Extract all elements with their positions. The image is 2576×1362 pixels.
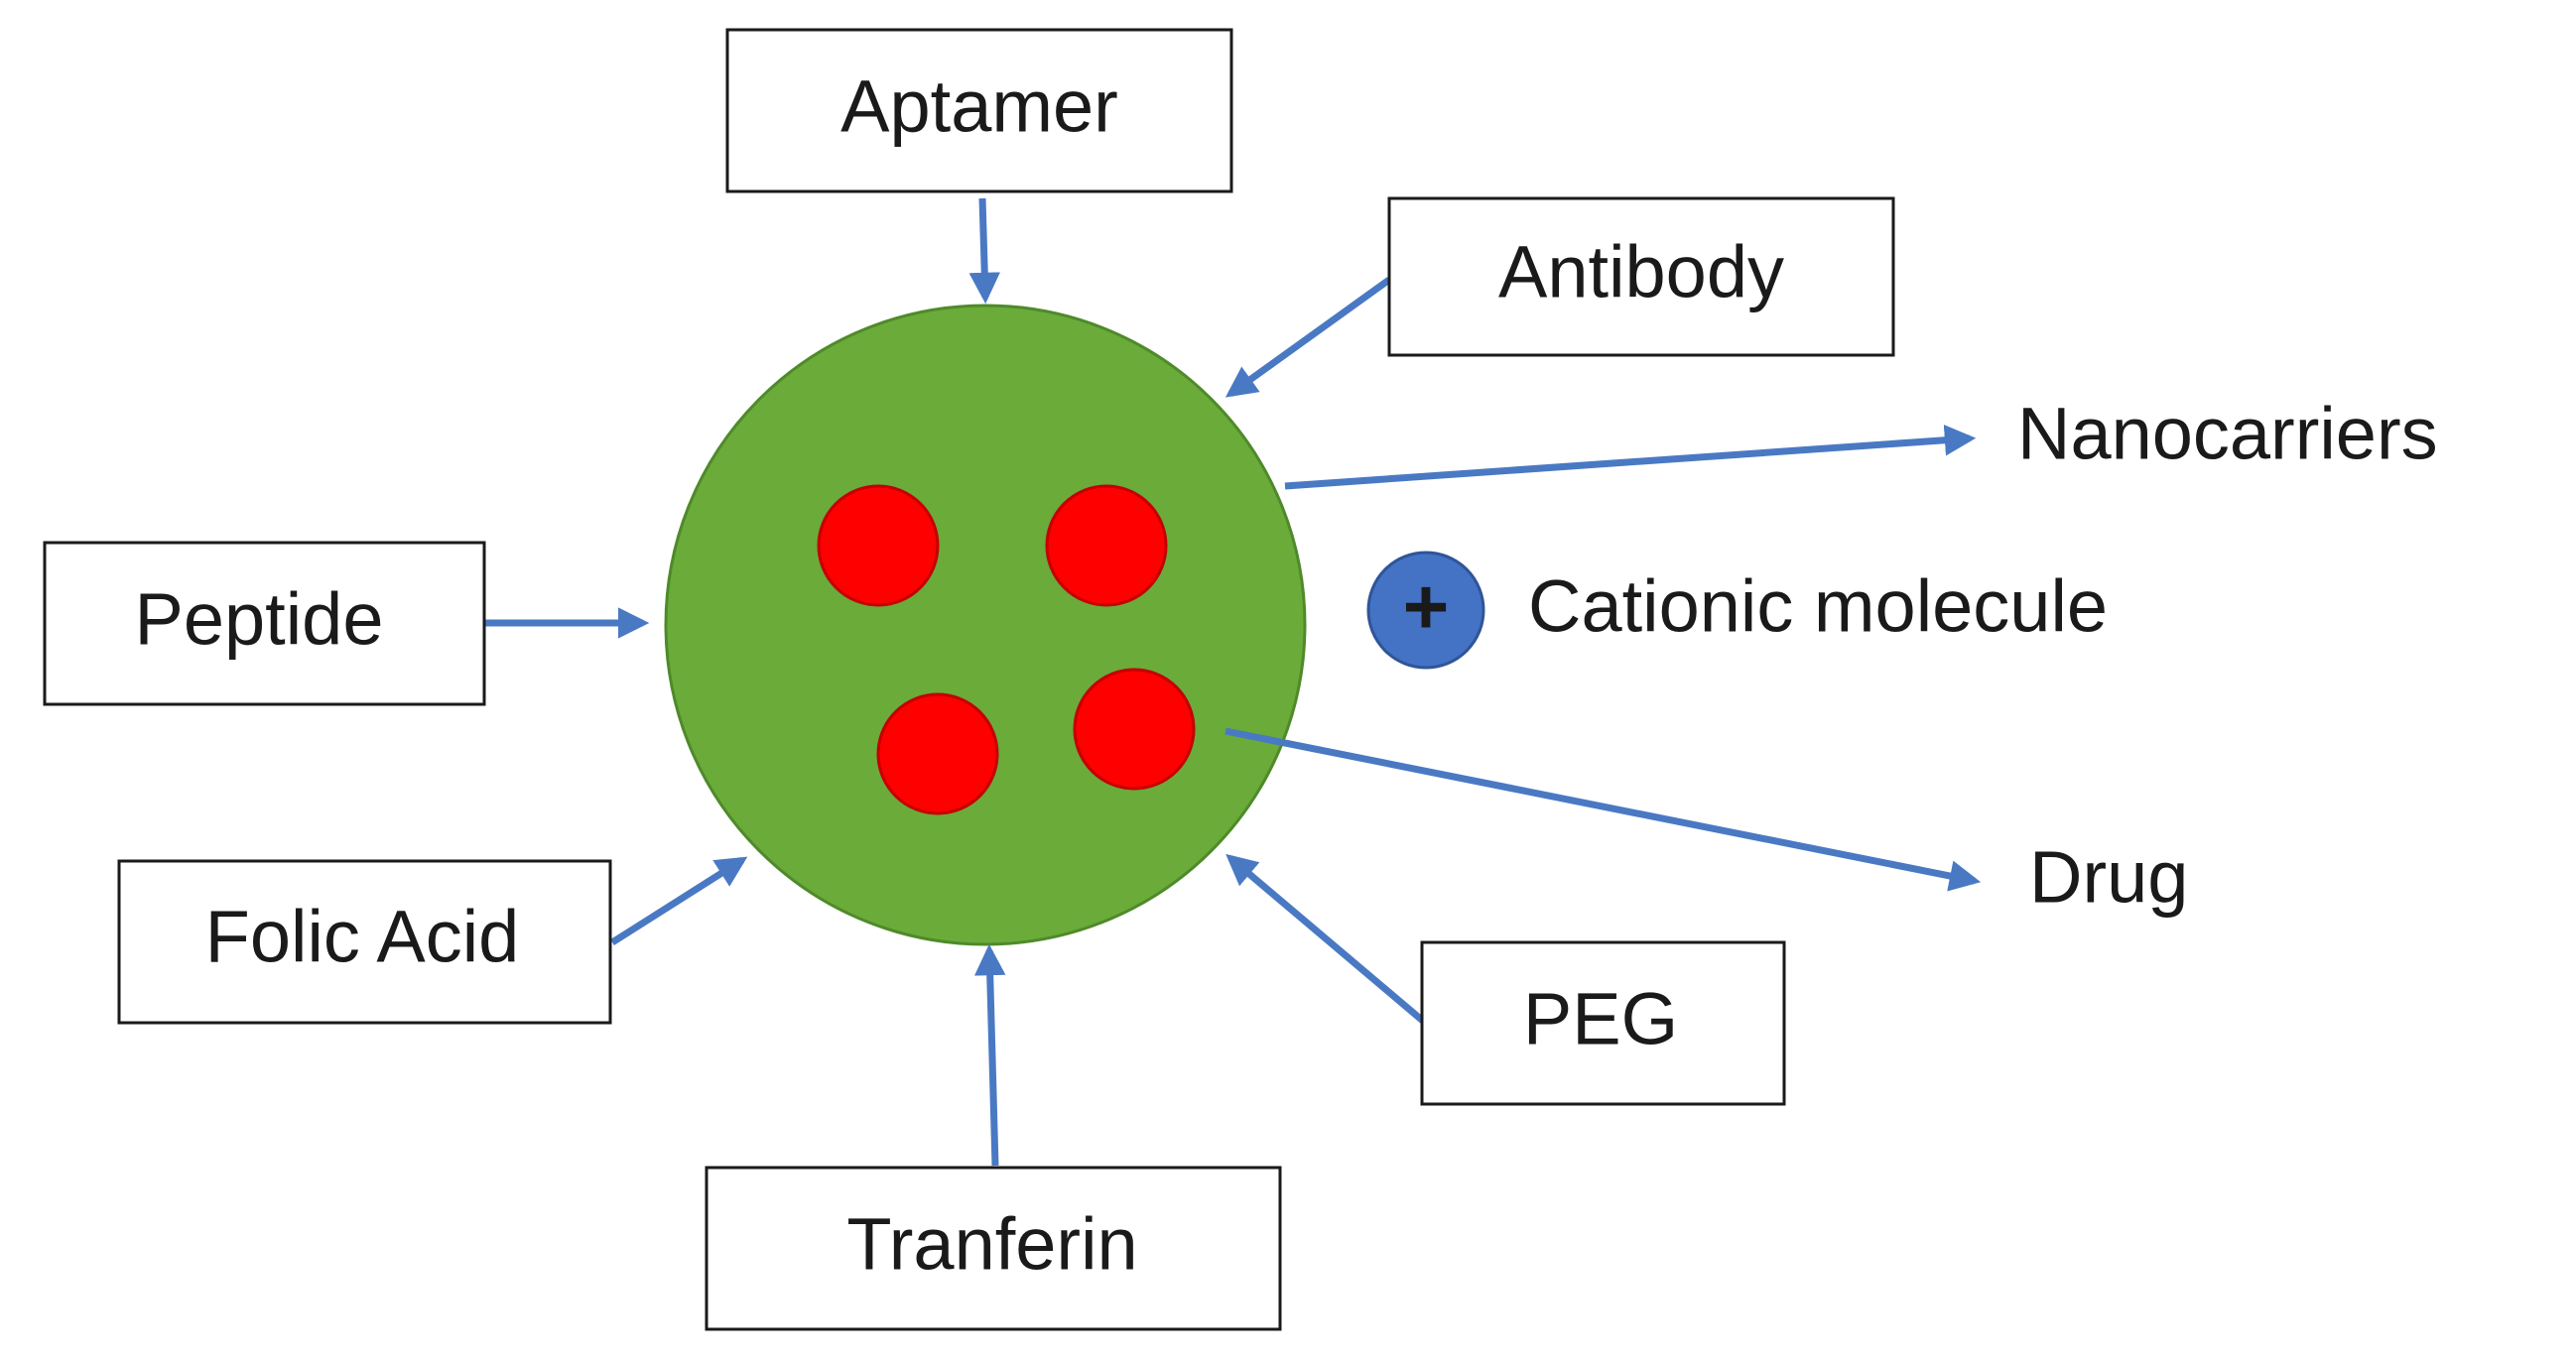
nanocarriers-arrow: [1284, 425, 1977, 490]
tranferin-label: Tranferin: [846, 1203, 1137, 1286]
drug-particle-3: [876, 692, 999, 815]
peg-arrow: [1225, 853, 1427, 1025]
aptamer-box: [725, 28, 1233, 193]
drug-particle-2: [1045, 484, 1168, 607]
nanocarrier-sphere: [664, 304, 1307, 946]
peg-label: PEG: [1523, 978, 1678, 1060]
drug-label: Drug: [2029, 836, 2188, 919]
tranferin-box: [705, 1166, 1282, 1331]
aptamer-label: Aptamer: [840, 65, 1118, 148]
cationic-plus-sign: +: [1403, 562, 1450, 651]
folic-acid-box: [117, 859, 612, 1025]
folic-acid-arrow: [610, 856, 748, 945]
nanocarriers-label: Nanocarriers: [2017, 393, 2438, 475]
peptide-box: [43, 541, 486, 706]
antibody-label: Antibody: [1498, 231, 1784, 313]
drug-particle-4: [1073, 668, 1196, 791]
aptamer-arrow: [968, 197, 1000, 305]
cationic-molecule-icon: [1366, 551, 1485, 670]
drug-particle-1: [817, 484, 940, 607]
antibody-arrow: [1224, 277, 1392, 398]
drug-arrow: [1224, 727, 1982, 892]
folic-acid-label: Folic Acid: [205, 896, 520, 978]
tranferin-arrow: [973, 943, 1006, 1167]
peg-box: [1420, 940, 1786, 1106]
peptide-label: Peptide: [135, 578, 384, 661]
antibody-box: [1387, 196, 1895, 357]
cationic-molecule-label: Cationic molecule: [1528, 565, 2108, 648]
